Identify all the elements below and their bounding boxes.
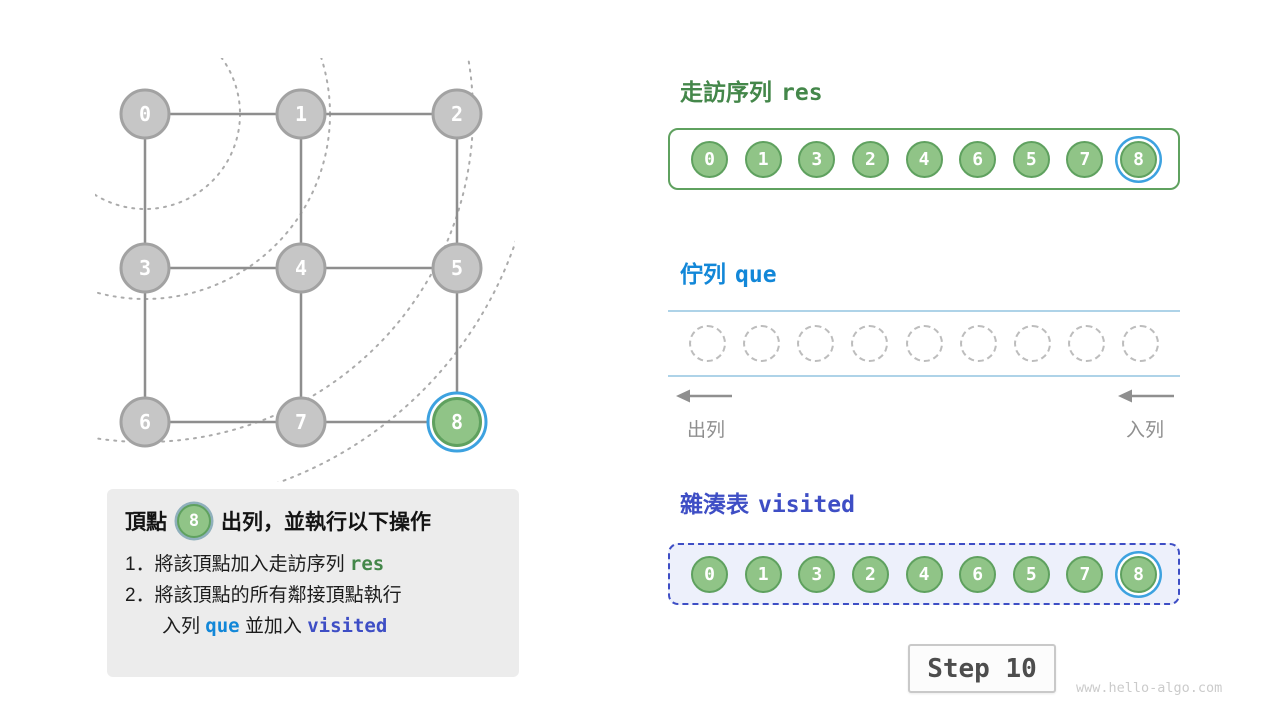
node-label: 1 bbox=[295, 102, 307, 126]
node-body bbox=[431, 88, 483, 140]
res-code-inline: res bbox=[349, 553, 385, 575]
line3-mid: 並加入 bbox=[244, 616, 302, 638]
res-node-7: 7 bbox=[1066, 140, 1104, 178]
line2-text: 將該頂點的所有鄰接頂點執行 bbox=[154, 585, 402, 607]
res-node-2: 2 bbox=[851, 140, 889, 178]
node-body bbox=[119, 396, 171, 448]
res-node-4: 4 bbox=[905, 140, 943, 178]
queue-empty-slot-0 bbox=[689, 325, 726, 362]
queue-empty-slot-7 bbox=[1067, 325, 1105, 362]
res-node-8: 8 bbox=[1120, 140, 1157, 178]
graph-node-8: 8 bbox=[426, 391, 488, 453]
visited-node-7: 7 bbox=[1066, 555, 1104, 593]
visited-node-2: 2 bbox=[851, 555, 889, 593]
visited-code-inline: visited bbox=[307, 615, 388, 638]
visited-node-5: 5 bbox=[1012, 555, 1050, 593]
enqueue-arrow-icon bbox=[1118, 389, 1174, 403]
node-body bbox=[119, 88, 171, 140]
visited-node-8: 8 bbox=[1120, 555, 1157, 593]
dequeued-node-badge: 8 bbox=[177, 504, 211, 538]
que-code-inline: que bbox=[205, 615, 240, 638]
queue-empty-slot-3 bbox=[851, 325, 889, 362]
node-label: 8 bbox=[451, 410, 463, 434]
res-node-0: 0 bbox=[691, 140, 728, 178]
visited-node-4: 4 bbox=[905, 555, 943, 593]
info-line-3: 入列 que 並加入 visited bbox=[125, 611, 501, 642]
bfs-wavefront-arc-3 bbox=[95, 58, 474, 443]
node-body bbox=[275, 88, 327, 140]
graph-node-4: 4 bbox=[275, 242, 327, 294]
res-node-5: 5 bbox=[1012, 140, 1050, 178]
queue-panel-title-text: 佇列 bbox=[680, 261, 726, 287]
dequeue-label: 出列 bbox=[687, 420, 726, 441]
visited-panel-title-code: visited bbox=[758, 492, 855, 518]
info-title-prefix: 頂點 bbox=[125, 511, 167, 534]
node-label: 6 bbox=[139, 410, 151, 434]
queue-empty-slot-1 bbox=[743, 325, 781, 362]
node-body bbox=[275, 242, 327, 294]
visited-panel-title-text: 雜湊表 bbox=[680, 491, 749, 517]
graph-node-0: 0 bbox=[119, 88, 171, 140]
node-body bbox=[275, 396, 327, 448]
queue-panel-title: 佇列 que bbox=[680, 255, 777, 289]
res-node-6: 6 bbox=[959, 140, 997, 178]
graph-canvas: 0 1 2 3 4 5 6 7 8 bbox=[95, 58, 515, 482]
visited-node-3: 3 bbox=[798, 555, 836, 593]
visited-node-6: 6 bbox=[959, 555, 997, 593]
watermark-url: www.hello-algo.com bbox=[1076, 680, 1223, 696]
queue-empty-slot-2 bbox=[797, 325, 835, 362]
line2-number: 2． bbox=[125, 585, 155, 607]
node-label: 2 bbox=[451, 102, 463, 126]
graph-node-3: 3 bbox=[119, 242, 171, 294]
res-panel-title-text: 走訪序列 bbox=[680, 79, 772, 105]
node-label: 4 bbox=[295, 256, 307, 280]
operation-info-box: 頂點 8 出列，並執行以下操作 1．將該頂點加入走訪序列 res 2．將該頂點的… bbox=[107, 489, 519, 677]
line3-pre: 入列 bbox=[162, 616, 201, 638]
queue-box bbox=[668, 310, 1180, 377]
visited-panel-title: 雜湊表 visited bbox=[680, 485, 855, 519]
graph-node-6: 6 bbox=[119, 396, 171, 448]
graph-nodes: 0 1 2 3 4 5 6 7 8 bbox=[119, 88, 488, 453]
queue-empty-slot-8 bbox=[1122, 325, 1159, 362]
graph-node-1: 1 bbox=[275, 88, 327, 140]
step-indicator: Step 10 bbox=[908, 644, 1056, 693]
node-body bbox=[119, 242, 171, 294]
enqueue-label: 入列 bbox=[1126, 420, 1165, 441]
graph-node-2: 2 bbox=[431, 88, 483, 140]
node-label: 3 bbox=[139, 256, 151, 280]
info-line-2: 2．將該頂點的所有鄰接頂點執行 bbox=[125, 580, 501, 611]
queue-empty-slot-4 bbox=[905, 325, 943, 362]
queue-empty-slot-5 bbox=[959, 325, 997, 362]
visited-node-0: 0 bbox=[691, 555, 728, 593]
res-panel-title: 走訪序列 res bbox=[680, 73, 823, 107]
info-line-1: 1．將該頂點加入走訪序列 res bbox=[125, 549, 501, 580]
queue-panel-title-code: que bbox=[735, 262, 777, 288]
line1-number: 1． bbox=[125, 554, 155, 575]
queue-slot-row bbox=[668, 312, 1180, 375]
dequeue-arrow-icon bbox=[676, 389, 732, 403]
visited-node-1: 1 bbox=[744, 555, 782, 593]
active-node-body bbox=[432, 397, 482, 447]
node-label: 7 bbox=[295, 410, 307, 434]
queue-empty-slot-6 bbox=[1013, 325, 1051, 362]
res-node-1: 1 bbox=[744, 140, 782, 178]
graph-node-7: 7 bbox=[275, 396, 327, 448]
line1-text: 將該頂點加入走訪序列 bbox=[154, 554, 345, 575]
res-panel-title-code: res bbox=[781, 80, 823, 106]
info-lines: 1．將該頂點加入走訪序列 res 2．將該頂點的所有鄰接頂點執行 入列 que … bbox=[125, 549, 501, 642]
node-label: 0 bbox=[139, 102, 151, 126]
graph-node-5: 5 bbox=[431, 242, 483, 294]
node-body bbox=[431, 242, 483, 294]
res-node-3: 3 bbox=[798, 140, 836, 178]
info-title-suffix: 出列，並執行以下操作 bbox=[221, 511, 431, 534]
info-title: 頂點 8 出列，並執行以下操作 bbox=[125, 504, 501, 538]
node-label: 5 bbox=[451, 256, 463, 280]
